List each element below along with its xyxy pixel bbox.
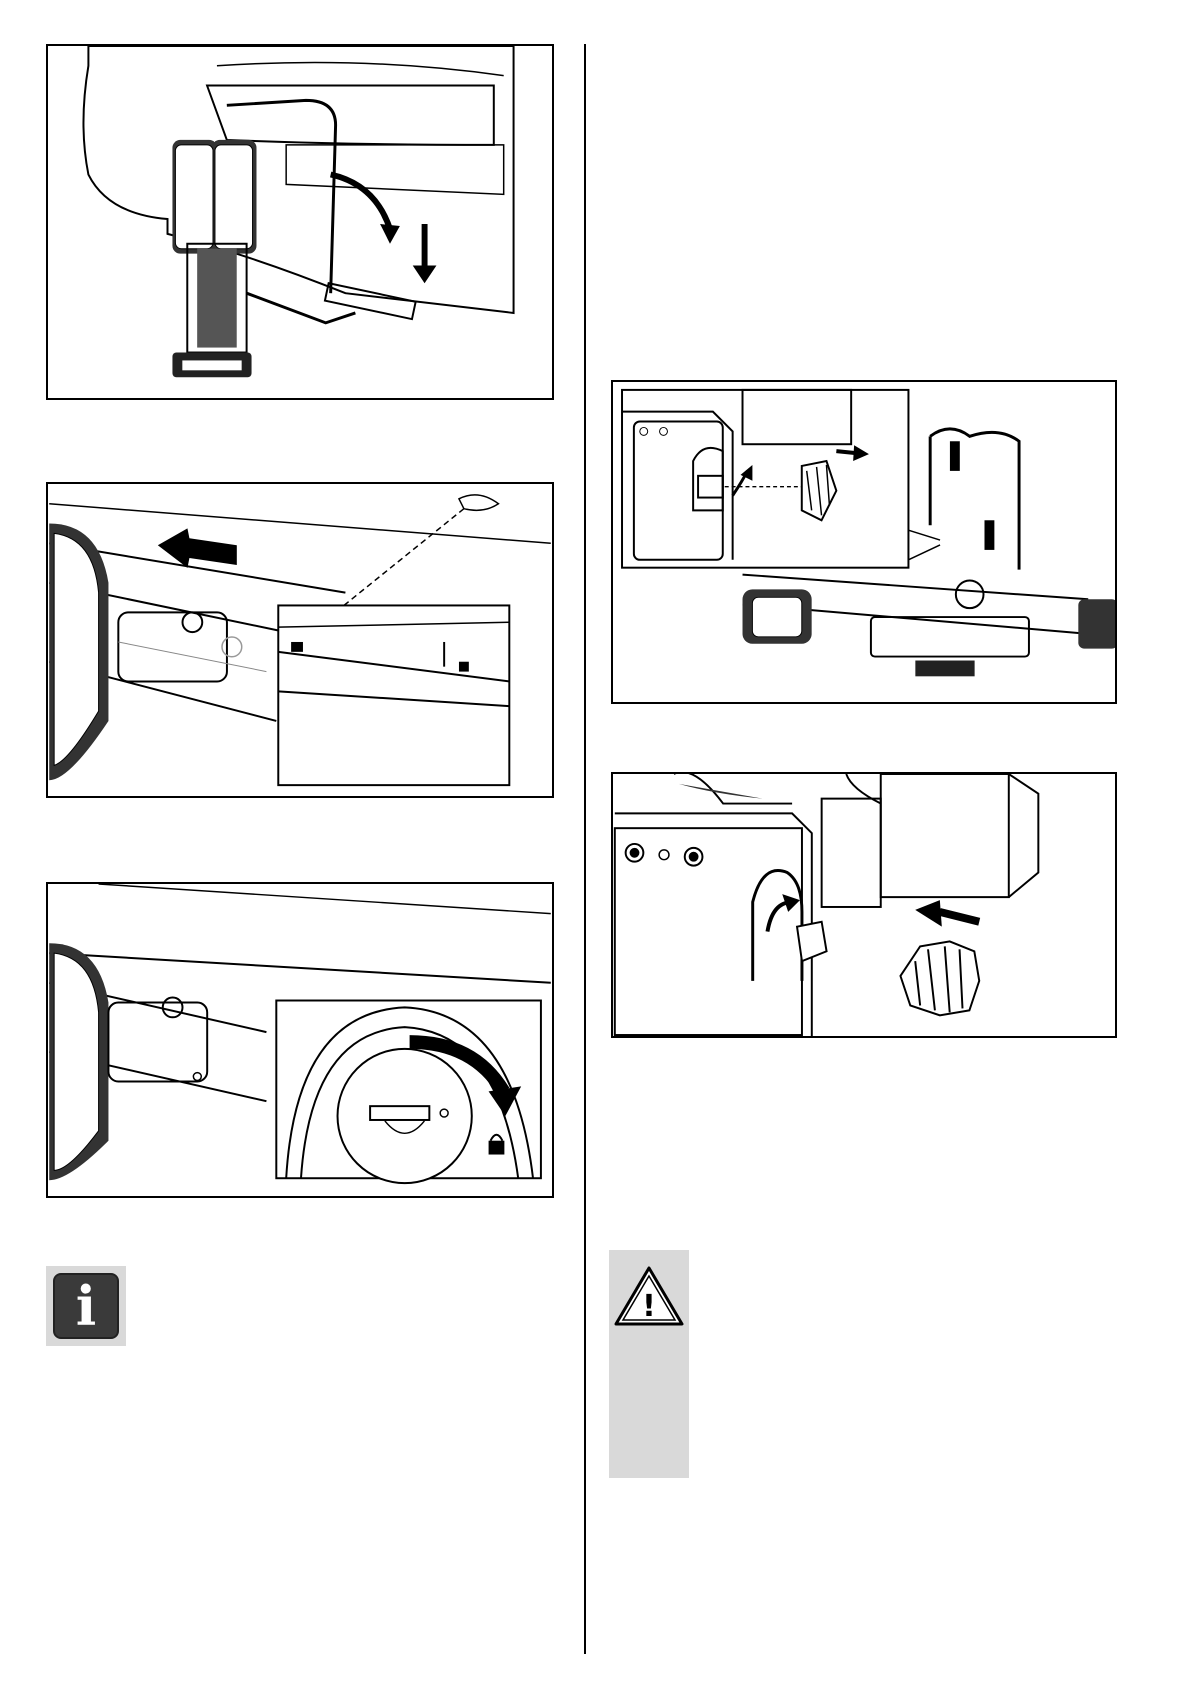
figure-rack-mount — [46, 44, 554, 400]
info-icon-box: i — [46, 1266, 126, 1346]
bike-carrier-mount-diagram-icon — [48, 46, 552, 398]
attach-knob-diagram-icon — [613, 774, 1115, 1036]
warning-icon-box: ! — [609, 1250, 689, 1478]
info-icon: i — [53, 1273, 119, 1339]
turn-key-lock-diagram-icon — [48, 884, 552, 1196]
figure-attach-knob — [611, 772, 1117, 1038]
warning-glyph: ! — [642, 1289, 656, 1324]
slide-lock-diagram-icon — [48, 484, 552, 796]
remove-knob-diagram-icon — [613, 382, 1115, 702]
warning-triangle-icon: ! — [613, 1264, 685, 1328]
figure-slide-lock — [46, 482, 554, 798]
column-divider — [584, 44, 586, 1654]
info-glyph: i — [76, 1279, 97, 1333]
figure-remove-knob — [611, 380, 1117, 704]
figure-turn-key — [46, 882, 554, 1198]
